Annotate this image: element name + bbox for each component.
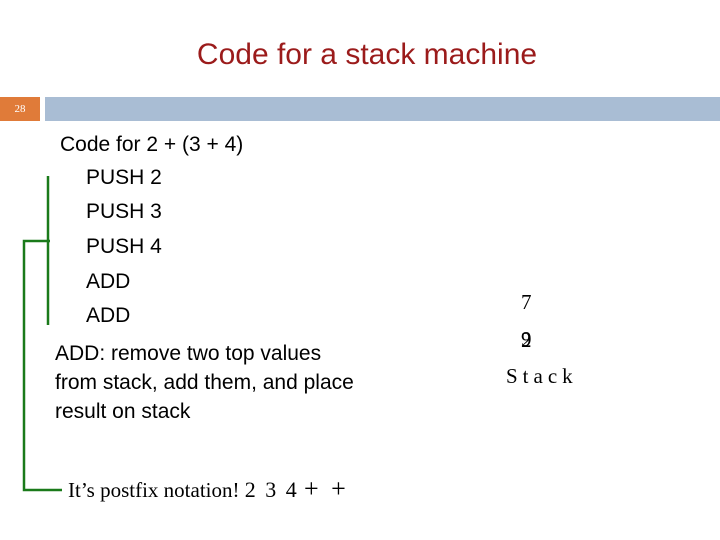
code-line-add-1: ADD: [86, 270, 131, 293]
code-line-push-2: PUSH 2: [86, 166, 162, 189]
code-heading: Code for 2 + (3 + 4): [60, 133, 244, 156]
postfix-expression: 2 3 4: [244, 477, 299, 502]
outer-bracket-line: [22, 239, 62, 492]
header-bar: [45, 97, 720, 121]
postfix-operators: + +: [304, 474, 349, 503]
slide-title: Code for a stack machine: [196, 38, 538, 71]
stack-value-9: 9: [521, 327, 532, 351]
postfix-note: It’s postfix notation!: [68, 478, 240, 502]
stack-value-2: 2: [521, 328, 532, 352]
stack-label: Stack: [506, 364, 578, 388]
code-line-push-4: PUSH 4: [86, 235, 162, 258]
stack-top-value: 7: [521, 290, 532, 314]
slide-number: 28: [0, 97, 40, 121]
postfix-note-line: It’s postfix notation! 2 3 4 + +: [68, 474, 349, 504]
code-line-push-3: PUSH 3: [86, 200, 162, 223]
code-line-add-2: ADD: [86, 304, 131, 327]
add-description: ADD: remove two top values from stack, a…: [55, 342, 354, 423]
